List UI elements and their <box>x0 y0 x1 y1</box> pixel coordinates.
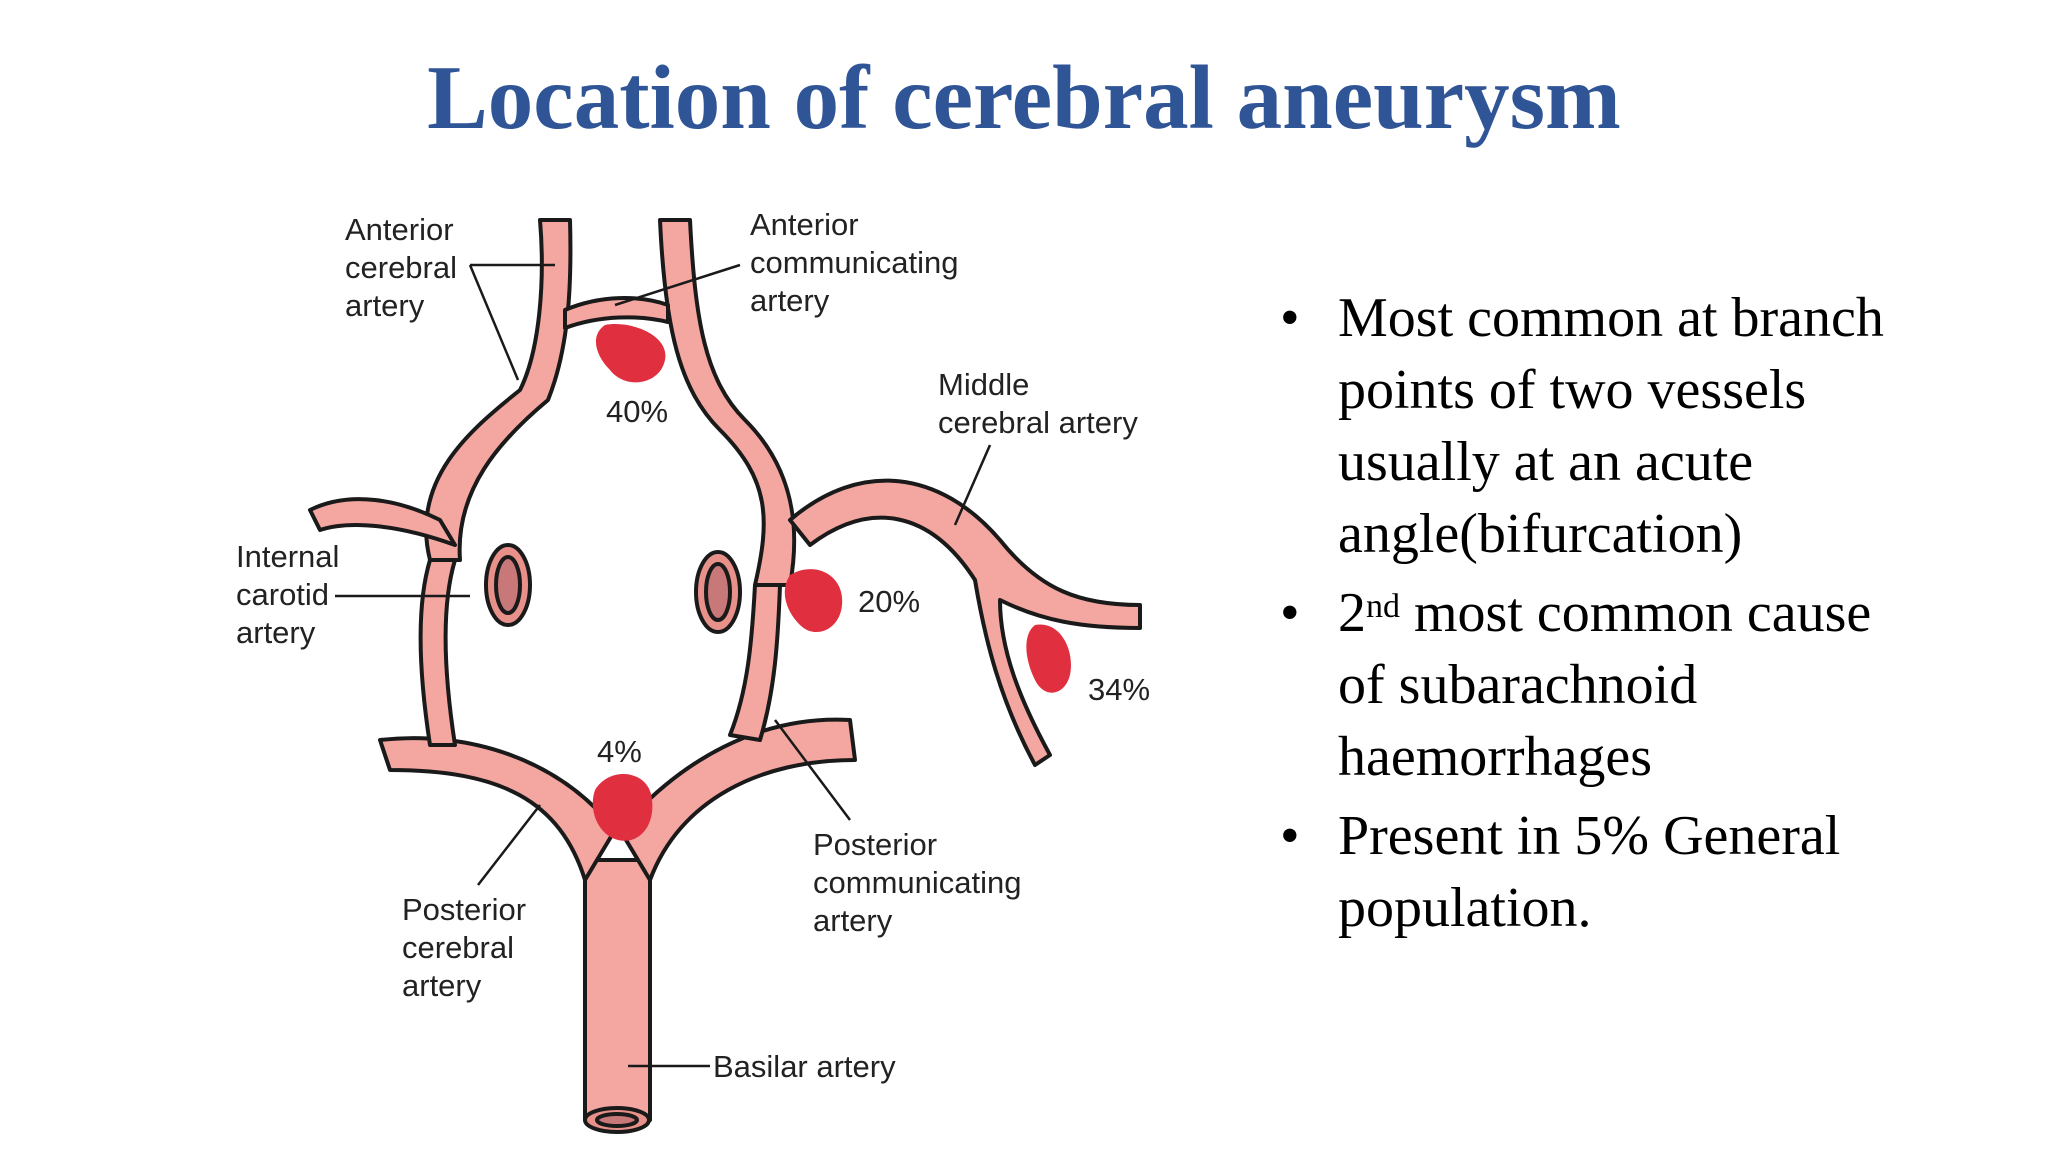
bullet-glyph: • <box>1280 287 1300 349</box>
label-internal-carotid: Internal carotid artery <box>236 539 348 650</box>
bullet-glyph: • <box>1280 805 1300 867</box>
basilar-artery-vessel <box>583 858 652 1122</box>
aneurysm-middle-cerebral <box>1026 624 1071 693</box>
left-internal-carotid-vessel <box>418 558 457 747</box>
aneurysm-basilar <box>592 773 653 841</box>
bullet-item: • 2nd most common cause of subarachnoid … <box>1280 577 1980 793</box>
middle-cerebral-vessel <box>788 478 1142 767</box>
leader-lines <box>335 263 992 1068</box>
bullet-item: • Most common at branch points of two ve… <box>1280 282 1980 570</box>
pct-middle-cerebral: 34% <box>1088 672 1150 707</box>
anterior-communicating-vessel <box>563 296 670 330</box>
vessel-cross-sections <box>484 543 742 1134</box>
label-anterior-cerebral: Anterior cerebral artery <box>345 212 466 323</box>
label-middle-cerebral: Middle cerebral artery <box>938 367 1138 440</box>
bullet-item: • Present in 5% General population. <box>1280 800 1980 944</box>
right-anterior-cerebral-vessel <box>658 218 797 587</box>
left-ica-branch-vessel <box>308 497 457 547</box>
aneurysm-posterior-communicating <box>784 569 843 633</box>
pct-basilar: 4% <box>597 734 642 769</box>
pct-posterior-communicating: 20% <box>858 584 920 619</box>
bullet-list: • Most common at branch points of two ve… <box>1280 282 1980 951</box>
left-posterior-cerebral-vessel <box>378 736 617 882</box>
aneurysm-anterior-communicating <box>595 324 666 383</box>
label-basilar: Basilar artery <box>713 1049 896 1084</box>
label-anterior-communicating: Anterior communicating artery <box>750 207 967 318</box>
label-posterior-communicating: Posterior communicating artery <box>813 827 1030 938</box>
bullet-glyph: • <box>1280 582 1300 644</box>
aneurysms <box>592 324 1071 841</box>
slide-title: Location of cerebral aneurysm <box>427 47 1621 148</box>
right-posterior-cerebral-vessel <box>618 717 857 882</box>
pct-anterior-communicating: 40% <box>606 394 668 429</box>
label-posterior-cerebral: Posterior cerebral artery <box>402 892 535 1003</box>
left-anterior-cerebral-vessel <box>424 218 573 562</box>
